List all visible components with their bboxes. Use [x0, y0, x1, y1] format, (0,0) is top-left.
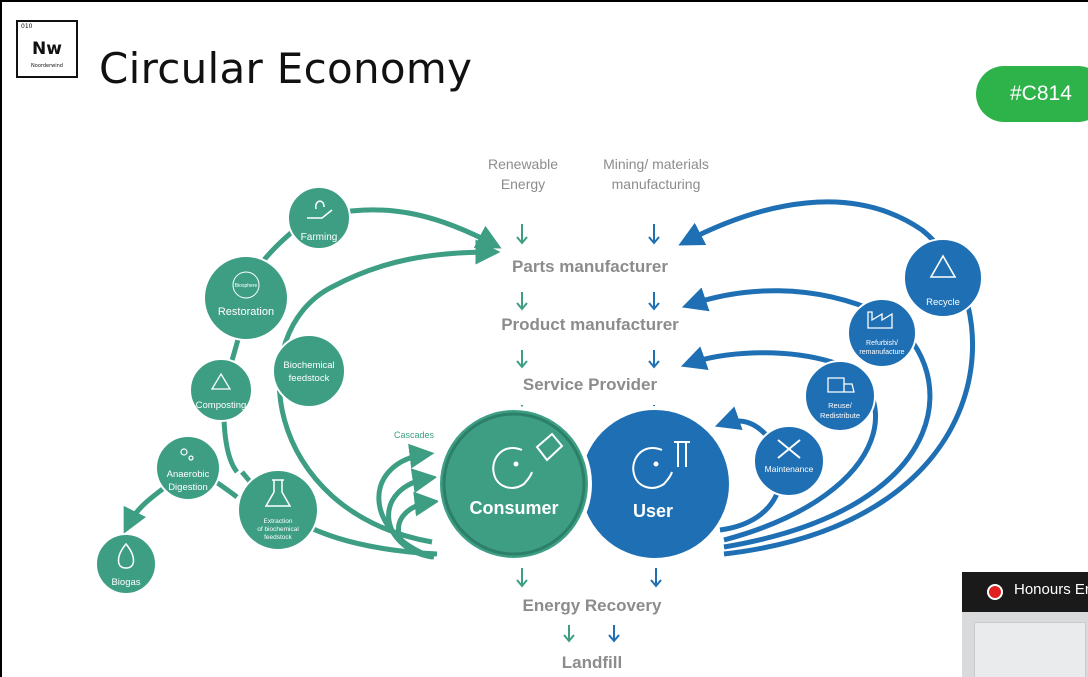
- logo-mark: Nw: [32, 39, 62, 59]
- biosphere-icon: [232, 271, 260, 299]
- logo-subtitle: Noorderwind: [31, 63, 63, 69]
- truck-icon: [827, 377, 855, 393]
- stage-landfill: Landfill: [562, 653, 622, 672]
- input-renewable-line1: Renewable: [488, 156, 558, 172]
- svg-text:of biochemical: of biochemical: [257, 526, 299, 533]
- recycle-icon: [929, 254, 957, 278]
- svg-text:Composting: Composting: [196, 400, 247, 411]
- stage-service-provider: Service Provider: [523, 375, 658, 394]
- maintenance-node: Maintenance: [753, 425, 825, 497]
- video-background: [974, 622, 1086, 677]
- consumer-circle: [436, 406, 592, 562]
- input-mining-line1: Mining/ materials: [603, 156, 709, 172]
- cascades-label: Cascades: [394, 430, 435, 440]
- slide-title: Circular Economy: [99, 44, 473, 93]
- user-head-icon: [632, 441, 690, 489]
- refurbish-node: Refurbish/ remanufacture: [847, 298, 917, 368]
- svg-text:Refurbish/: Refurbish/: [866, 340, 898, 347]
- channel-tag-badge[interactable]: #C814: [976, 66, 1088, 122]
- user-circle: [577, 406, 733, 562]
- svg-text:Redistribute: Redistribute: [820, 411, 860, 420]
- anaerobic-node: Anaerobic Digestion: [155, 435, 221, 501]
- svg-text:feedstock: feedstock: [264, 534, 293, 541]
- flame-icon: [117, 542, 135, 569]
- flask-icon: [264, 479, 292, 507]
- farming-node: Farming: [287, 186, 351, 250]
- biochemical-node: Biochemical feedstock: [272, 334, 346, 408]
- bubbles-icon: [180, 448, 188, 456]
- svg-text:Biosphere: Biosphere: [235, 283, 258, 289]
- extraction-node: Extraction of biochemical feedstock: [237, 469, 319, 551]
- svg-text:Restoration: Restoration: [218, 306, 274, 318]
- svg-text:remanufacture: remanufacture: [859, 349, 904, 356]
- recycle-node: Recycle: [903, 238, 983, 318]
- svg-text:Reuse/: Reuse/: [828, 401, 853, 410]
- svg-text:Extraction: Extraction: [264, 518, 293, 525]
- stage-product-manufacturer: Product manufacturer: [501, 315, 679, 334]
- flow-loop-to-parts: [276, 239, 501, 545]
- logo-number: 010: [21, 23, 33, 30]
- input-mining-line2: manufacturing: [612, 176, 701, 192]
- recording-icon: [987, 584, 1003, 600]
- composting-node: Composting: [189, 358, 253, 422]
- svg-text:Recycle: Recycle: [926, 297, 960, 308]
- svg-text:Biochemical: Biochemical: [283, 360, 334, 371]
- user-label: User: [633, 501, 673, 521]
- restoration-node: Biosphere Restoration: [203, 255, 289, 341]
- noorderwind-logo: 010 Nw Noorderwind: [16, 20, 78, 78]
- svg-text:Digestion: Digestion: [168, 482, 208, 493]
- stage-energy-recovery: Energy Recovery: [523, 596, 662, 615]
- reuse-node: Reuse/ Redistribute: [804, 360, 876, 432]
- tools-icon: [777, 439, 801, 459]
- svg-text:Biogas: Biogas: [111, 577, 140, 588]
- svg-text:Anaerobic: Anaerobic: [167, 469, 210, 480]
- flow-bio-chain: [221, 210, 319, 474]
- cascade-3: [396, 491, 440, 560]
- participant-name: Honours Er: [1014, 581, 1088, 598]
- svg-text:feedstock: feedstock: [289, 373, 330, 384]
- composting-icon: [210, 372, 232, 390]
- input-renewable-line2: Energy: [501, 176, 545, 192]
- video-thumbnail[interactable]: Honours Er: [962, 572, 1088, 677]
- farming-hand-icon: [307, 200, 333, 219]
- svg-text:Farming: Farming: [301, 232, 338, 243]
- stage-parts-manufacturer: Parts manufacturer: [512, 257, 668, 276]
- factory-icon: [867, 311, 893, 329]
- video-label-bar: Honours Er: [962, 572, 1088, 612]
- consumer-label: Consumer: [469, 498, 558, 518]
- biogas-node: Biogas: [95, 533, 157, 595]
- flow-farming-to-parts: [331, 207, 502, 249]
- consumer-head-icon: [492, 432, 564, 489]
- svg-text:Maintenance: Maintenance: [765, 464, 814, 474]
